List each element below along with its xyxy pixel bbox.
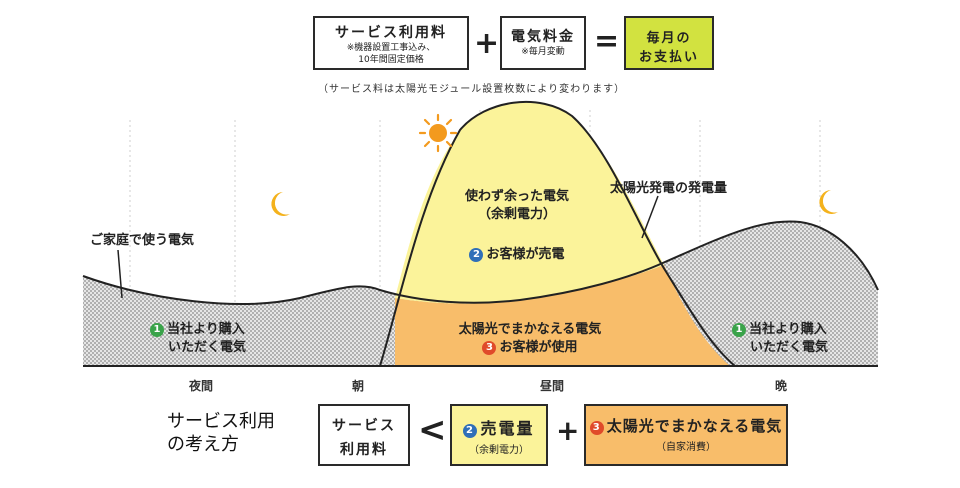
surplus-label: 使わず余った電気 （余剰電力） <box>452 188 582 224</box>
service-fee-box-bottom: サービス 利用料 <box>318 404 410 466</box>
electricity-fee-box: 電気料金 ※毎月変動 <box>500 16 586 70</box>
self-sub: （自家消費） <box>656 442 716 453</box>
time-evening: 晩 <box>775 379 788 393</box>
badge-2: 2 <box>463 424 478 438</box>
sell-text: お客様が売電 <box>486 247 565 262</box>
buy-line2: いただく電気 <box>750 340 829 355</box>
home-use-pointer <box>117 249 123 299</box>
home-use-label: ご家庭で使う電気 <box>90 233 195 248</box>
electricity-fee-title: 電気料金 <box>511 29 575 45</box>
caption-line1: サービス利用 <box>167 411 275 432</box>
monthly-line2: お支払い <box>638 50 699 65</box>
service-fee-note1: ※機器設置工事込み、 <box>346 43 436 53</box>
sun-icon <box>418 113 458 153</box>
badge-1: 1 <box>150 323 164 337</box>
solar-cover-line1: 太陽光でまかなえる電気 <box>458 322 602 337</box>
less-than-sign: < <box>418 410 447 450</box>
plus-sign-bottom: + <box>556 414 580 447</box>
time-morning: 朝 <box>352 379 365 393</box>
formula-footnote: （サービス料は太陽光モジュール設置枚数により変わります） <box>318 84 626 95</box>
surplus-area <box>395 101 664 304</box>
moon-icon <box>271 192 290 216</box>
solar-generation-label: 太陽光発電の発電量 <box>610 181 728 196</box>
buy-line1: 当社より購入 <box>167 322 245 337</box>
bottom-caption: サービス利用 の考え方 <box>167 410 275 456</box>
surplus-line1: 使わず余った電気 <box>464 189 569 204</box>
solar-self-use-area <box>395 265 730 366</box>
sell-title: 売電量 <box>480 419 535 438</box>
service-fee-title: サービス利用料 <box>335 25 447 41</box>
badge-2: 2 <box>469 248 484 262</box>
surplus-line2: （余剰電力） <box>477 207 556 222</box>
use-text: お客様が使用 <box>499 340 578 355</box>
solar-generation-curve <box>379 100 736 367</box>
buy-line1: 当社より購入 <box>749 322 827 337</box>
buy-line2: いただく電気 <box>168 340 247 355</box>
fee-line1: サービス <box>332 418 396 434</box>
monthly-payment-box: 毎月の お支払い <box>624 16 714 70</box>
plus-sign: + <box>474 26 500 61</box>
service-fee-box: サービス利用料 ※機器設置工事込み、 10年間固定価格 <box>313 16 469 70</box>
fee-line2: 利用料 <box>340 442 388 458</box>
equals-sign: = <box>594 24 620 59</box>
time-night: 夜間 <box>189 379 214 393</box>
solar-gen-pointer <box>641 195 659 239</box>
service-fee-note2: 10年間固定価格 <box>358 55 424 65</box>
electricity-fee-note: ※毎月変動 <box>521 47 565 57</box>
time-day: 昼間 <box>540 379 565 393</box>
badge-3: 3 <box>589 421 604 435</box>
moon-icon <box>819 190 838 214</box>
consumption-curve <box>82 220 879 305</box>
sell-sub: （余剰電力） <box>469 445 529 456</box>
self-title: 太陽光でまかなえる電気 <box>606 417 783 435</box>
caption-line2: の考え方 <box>167 434 239 455</box>
monthly-line1: 毎月の <box>646 31 692 46</box>
badge-3: 3 <box>482 341 497 355</box>
badge-1: 1 <box>732 323 746 337</box>
